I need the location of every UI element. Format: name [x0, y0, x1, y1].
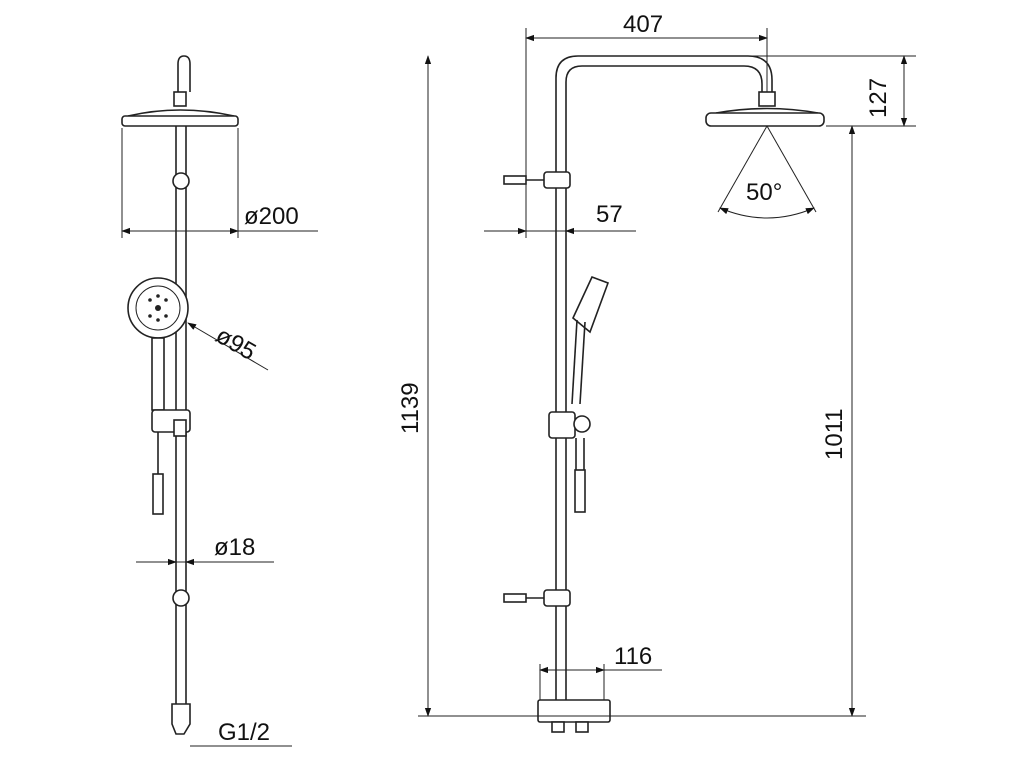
mixer-connector: [551, 721, 565, 733]
overhead-head-top: [127, 109, 235, 117]
hand-shower-head: [572, 275, 610, 334]
head-diameter-label: ø200: [244, 203, 299, 230]
hand-shower-inner-ring: [135, 285, 181, 331]
slider-knob: [573, 415, 591, 433]
top-hook: [177, 55, 191, 92]
lower-bracket-plate: [503, 593, 527, 603]
head-drop-label: 127: [865, 78, 892, 118]
side-view: [503, 55, 825, 733]
slider: [548, 411, 576, 439]
upper-bracket-clamp: [543, 171, 571, 189]
riser-arm-outer: [555, 55, 773, 706]
lower-bracket-clamp: [543, 589, 571, 607]
connection-thread-label: G1/2: [218, 719, 270, 746]
lower-clamp: [172, 589, 190, 607]
hand-shower-nozzle: [156, 294, 160, 298]
mixer-body: [537, 699, 611, 723]
hand-shower-nozzle-center: [155, 305, 161, 311]
hand-shower-nozzle: [164, 298, 168, 302]
front-view: [121, 55, 239, 735]
slider-knob: [173, 419, 187, 437]
overall-height-label: 1139: [397, 382, 424, 434]
hand-shower-diameter-label: ø95: [211, 322, 260, 366]
hand-shower-nozzle: [148, 298, 152, 302]
spray-cone-edge: [766, 125, 817, 213]
riser-arm-inner: [565, 65, 763, 706]
mixer-connector: [575, 721, 589, 733]
head-height-label: 1011: [821, 408, 848, 460]
overhead-head-top: [715, 107, 819, 114]
hand-shower-leader: [187, 322, 269, 371]
spray-angle-label: 50°: [746, 179, 782, 206]
bottom-outlet: [171, 703, 191, 735]
overhead-head: [705, 112, 825, 127]
upper-bracket-plate: [503, 175, 527, 185]
upper-clamp: [172, 172, 190, 190]
mixer-offset-label: 116: [614, 643, 652, 670]
arm-reach-label: 407: [623, 11, 663, 38]
hand-shower-handle: [571, 319, 578, 405]
front-dimensions: ø200 ø95 ø18 G1/2: [121, 128, 318, 747]
spray-angle-arc: [719, 207, 815, 219]
hand-shower-nozzle: [148, 314, 152, 318]
wall-offset-label: 57: [596, 201, 623, 228]
side-dimensions: 407 127 50° 57 1139 1011 116: [397, 11, 916, 717]
hand-shower-nozzle: [164, 314, 168, 318]
hand-shower-handle: [151, 337, 165, 411]
hand-shower-nozzle: [156, 318, 160, 322]
rail-diameter-label: ø18: [214, 534, 255, 561]
head-connector: [173, 91, 187, 107]
hand-shower-handle: [579, 321, 586, 405]
head-connector: [758, 91, 776, 107]
hose-end: [574, 469, 586, 513]
hose-end: [152, 473, 164, 515]
spray-cone-edge: [717, 125, 768, 213]
overhead-head: [121, 115, 239, 127]
